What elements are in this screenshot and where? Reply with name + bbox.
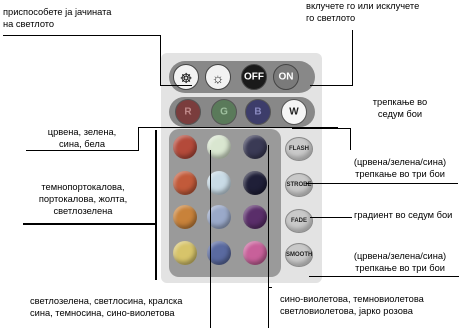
color-button-1-1[interactable] [207,171,231,195]
color-button-0-1[interactable] [207,135,231,159]
color-button-0-2[interactable] [243,135,267,159]
label-warm-colors: темнопортокалова, портокалова, жолта, св… [38,182,128,216]
label-rgbw: црвена, зелена, сина, бела [47,127,117,149]
label-smooth: (црвена/зелена/сина) трепкање во три бои [353,251,447,273]
leader-cool-v [210,150,211,328]
strobe-button[interactable]: STROBE [285,173,313,197]
bulb-dim-icon: ☸ [179,70,193,86]
brightness-down-button[interactable]: ☸ [173,64,199,90]
leader-warm-v [155,130,157,280]
button-label: FLASH [289,146,309,152]
green-button[interactable]: G [211,99,237,125]
color-button-3-0[interactable] [173,241,197,265]
leader-flash-v [350,128,351,150]
off-button[interactable]: OFF [241,64,267,90]
on-button[interactable]: ON [273,64,299,90]
leader-purple-v [268,145,269,328]
leader-rgbw-h2 [138,127,338,128]
leader-smooth-h [309,276,459,277]
label-cool-colors: светлозелена, светлосина, кралска сина, … [30,296,183,318]
leader-power-v [352,30,353,86]
leader-rgbw-h [26,150,138,151]
brightness-up-button[interactable]: ☼ [205,64,231,90]
blue-button[interactable]: B [245,99,271,125]
leader-fade-h [310,217,352,218]
label-purple-pink: сино-виолетова, темновиолетова светловио… [280,294,424,316]
label-power: вклучете го или исклучете го светлото [306,1,420,23]
red-button[interactable]: R [175,99,201,125]
label-strobe: (црвена/зелена/сина) трепкање во три бои [353,157,447,179]
leader-flash-h [292,128,350,129]
button-label: FADE [290,218,307,224]
button-label: W [289,106,299,118]
bulb-bright-icon: ☼ [211,70,225,86]
button-label: SMOOTH [286,252,313,258]
button-label: STROBE [286,182,312,188]
white-button[interactable]: W [281,99,307,125]
button-label: B [254,106,262,118]
button-label: OFF [244,71,264,83]
fade-button[interactable]: FADE [285,209,313,233]
color-button-3-2[interactable] [243,241,267,265]
remote-control: ☸ ☼ OFF ON R G B W FLASH STROBE FADE SMOOTH [161,53,322,283]
button-label: G [220,106,228,118]
label-brightness: приспособете ја јачината на светлото [3,7,112,29]
color-button-1-0[interactable] [173,171,197,195]
color-button-1-2[interactable] [243,171,267,195]
color-button-0-0[interactable] [173,135,197,159]
leader-brightness-v1 [160,35,161,86]
button-label: R [184,106,192,118]
color-button-2-0[interactable] [173,205,197,229]
leader-brightness-h2 [160,85,192,86]
leader-strobe-h [306,183,458,184]
leader-warm-h [23,223,155,225]
label-flash: трепкање во седум бои [372,97,428,119]
color-button-3-1[interactable] [207,241,231,265]
leader-power-h [310,85,353,86]
smooth-button[interactable]: SMOOTH [285,243,313,267]
leader-rgbw-v [138,127,139,151]
color-button-2-2[interactable] [243,205,267,229]
leader-purple-h [268,287,272,288]
label-fade: градиент во седум бои [354,210,453,220]
flash-button[interactable]: FLASH [285,137,313,161]
color-button-2-1[interactable] [207,205,231,229]
button-label: ON [278,71,294,83]
leader-brightness-h [3,35,161,36]
